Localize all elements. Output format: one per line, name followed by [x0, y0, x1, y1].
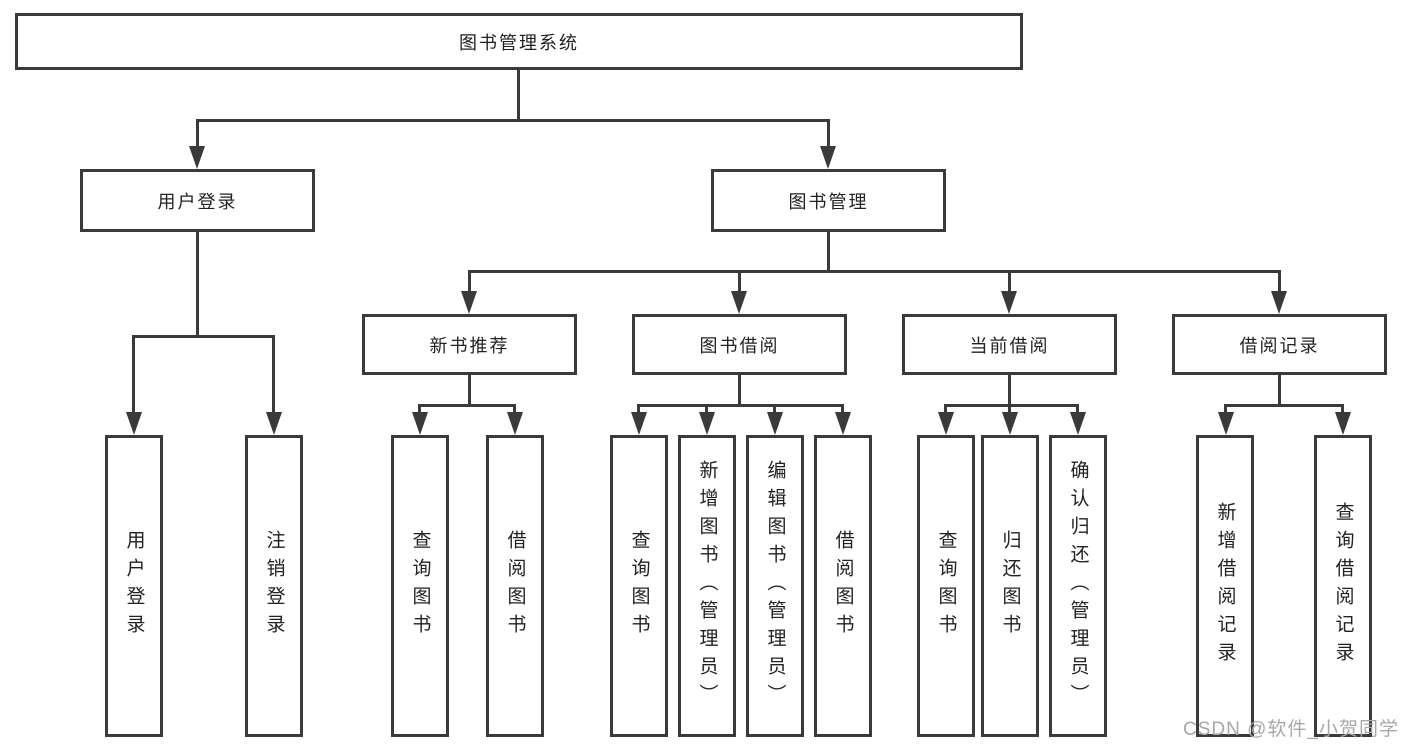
leaf-return-book-label: 归还图书 [999, 530, 1021, 642]
connector-arrowhead [266, 412, 282, 435]
leaf-borrow-query-label: 查询图书 [628, 530, 650, 642]
connector-line [1008, 270, 1011, 295]
connector-line [1224, 404, 1227, 416]
connector-line [196, 119, 199, 149]
connector-line [517, 70, 520, 121]
connector-arrowhead [126, 412, 142, 435]
connector-arrowhead [412, 412, 428, 435]
connector-line [827, 119, 830, 149]
connector-arrowhead [835, 412, 851, 435]
leaf-logout: 注销登录 [245, 435, 303, 737]
connector-line [841, 404, 844, 416]
leaf-user-login-label: 用户登录 [123, 530, 145, 642]
connector-arrowhead [731, 291, 747, 314]
leaf-borrow-edit-book-admin: 编辑图书（管理员） [746, 435, 804, 737]
node-book-management: 图书管理 [711, 169, 946, 232]
leaf-borrow-book-label: 借阅图书 [832, 530, 854, 642]
connector-line [1008, 375, 1011, 407]
node-root-system: 图书管理系统 [15, 13, 1023, 70]
connector-arrowhead [699, 412, 715, 435]
connector-line [132, 335, 274, 338]
leaf-add-borrow-record-label: 新增借阅记录 [1214, 502, 1236, 670]
connector-line [468, 270, 1281, 273]
connector-arrowhead [631, 412, 647, 435]
leaf-add-borrow-record: 新增借阅记录 [1196, 435, 1254, 737]
connector-arrowhead [1001, 291, 1017, 314]
connector-arrowhead [1271, 291, 1287, 314]
connector-line [1008, 404, 1011, 416]
connector-line [1076, 404, 1079, 416]
leaf-query-borrow-record-label: 查询借阅记录 [1332, 502, 1354, 670]
leaf-borrow-add-book-admin: 新增图书（管理员） [678, 435, 736, 737]
connector-line [468, 375, 471, 407]
connector-line [1278, 270, 1281, 295]
connector-line [773, 404, 776, 416]
connector-arrowhead [938, 412, 954, 435]
connector-line [1278, 375, 1281, 407]
node-new-book-recommend: 新书推荐 [362, 314, 577, 375]
node-root-label: 图书管理系统 [459, 32, 579, 53]
connector-arrowhead [820, 146, 836, 169]
node-current-borrow-label: 当前借阅 [969, 335, 1050, 356]
leaf-borrow-add-book-admin-label: 新增图书（管理员） [696, 460, 718, 712]
connector-line [1224, 404, 1344, 407]
leaf-current-query-label: 查询图书 [935, 530, 957, 642]
connector-arrowhead [1002, 412, 1018, 435]
node-user-login-label: 用户登录 [157, 191, 238, 212]
connector-arrowhead [461, 291, 477, 314]
node-book-management-label: 图书管理 [788, 191, 869, 212]
connector-line [418, 404, 421, 416]
connector-line [738, 270, 741, 295]
leaf-newbook-borrow: 借阅图书 [486, 435, 544, 737]
connector-line [738, 375, 741, 407]
connector-arrowhead [1218, 412, 1234, 435]
connector-line [196, 232, 199, 338]
connector-line [272, 335, 275, 417]
connector-line [827, 232, 830, 273]
leaf-newbook-borrow-label: 借阅图书 [504, 530, 526, 642]
connector-line [637, 404, 640, 416]
connector-line [196, 119, 830, 122]
connector-line [944, 404, 1078, 407]
csdn-watermark: CSDN @软件_小贺同学 [1183, 719, 1399, 740]
leaf-newbook-query: 查询图书 [391, 435, 449, 737]
leaf-borrow-query: 查询图书 [610, 435, 668, 737]
node-current-borrow: 当前借阅 [902, 314, 1117, 375]
leaf-confirm-return-admin-label: 确认归还（管理员） [1067, 460, 1089, 712]
leaf-return-book: 归还图书 [981, 435, 1039, 737]
leaf-borrow-edit-book-admin-label: 编辑图书（管理员） [764, 460, 786, 712]
leaf-borrow-book: 借阅图书 [814, 435, 872, 737]
node-user-login: 用户登录 [80, 169, 315, 232]
connector-arrowhead [507, 412, 523, 435]
node-book-borrow: 图书借阅 [632, 314, 847, 375]
leaf-newbook-query-label: 查询图书 [409, 530, 431, 642]
node-borrow-records: 借阅记录 [1172, 314, 1387, 375]
leaf-user-login: 用户登录 [105, 435, 163, 737]
leaf-query-borrow-record: 查询借阅记录 [1314, 435, 1372, 737]
connector-line [132, 335, 135, 417]
connector-arrowhead [1335, 412, 1351, 435]
node-new-book-recommend-label: 新书推荐 [429, 335, 510, 356]
connector-line [637, 404, 844, 407]
connector-arrowhead [189, 146, 205, 169]
leaf-logout-label: 注销登录 [263, 530, 285, 642]
connector-line [418, 404, 515, 407]
connector-line [468, 270, 471, 295]
connector-arrowhead [767, 412, 783, 435]
node-borrow-records-label: 借阅记录 [1239, 335, 1320, 356]
connector-arrowhead [1070, 412, 1086, 435]
connector-line [513, 404, 516, 416]
leaf-confirm-return-admin: 确认归还（管理员） [1049, 435, 1107, 737]
node-book-borrow-label: 图书借阅 [699, 335, 780, 356]
connector-line [1341, 404, 1344, 416]
leaf-current-query: 查询图书 [917, 435, 975, 737]
connector-line [944, 404, 947, 416]
connector-line [705, 404, 708, 416]
